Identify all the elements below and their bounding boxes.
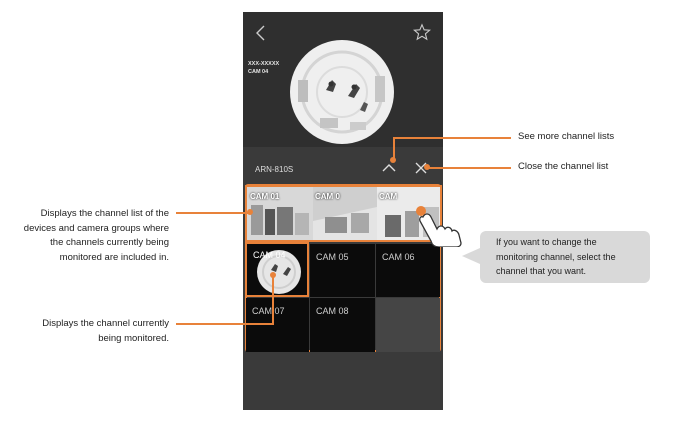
fisheye-live-video[interactable] xyxy=(290,40,394,144)
bubble-line-2: monitoring channel, select the xyxy=(496,251,616,262)
channel-cell-cam05[interactable]: CAM 05 xyxy=(310,244,375,297)
panel-title: ARN-810S xyxy=(255,165,294,174)
group-thumbnails xyxy=(247,187,440,240)
channel-label: CAM 04 xyxy=(253,250,286,260)
group-label-2: CAM 0 xyxy=(315,192,340,201)
camera-id: XXX-XXXXX xyxy=(248,61,280,67)
annotation-group-line-1: Displays the channel list of the xyxy=(40,208,169,219)
leader-line-current xyxy=(176,323,274,325)
group-label-1: CAM 01 xyxy=(250,192,280,201)
leader-dot-current xyxy=(270,272,276,278)
leader-dot-group xyxy=(247,209,253,215)
channel-label: CAM 05 xyxy=(316,252,349,262)
camera-group-row[interactable]: CAM 01 CAM 0 CAM xyxy=(245,185,442,242)
channel-cell-cam07[interactable]: CAM 07 xyxy=(246,298,309,352)
chevron-up-icon[interactable] xyxy=(382,162,396,174)
callout-bubble-tail xyxy=(462,248,480,264)
leader-line-close xyxy=(426,167,511,169)
channel-cell-cam08[interactable]: CAM 08 xyxy=(310,298,375,352)
leader-line-current-rise xyxy=(272,276,274,325)
back-arrow-icon[interactable] xyxy=(253,24,269,42)
annotation-more-lists: See more channel lists xyxy=(518,131,615,142)
channel-label: CAM 07 xyxy=(252,306,285,316)
annotation-close-list: Close the channel list xyxy=(518,161,609,172)
annotation-group-line-2: devices and camera groups where xyxy=(23,222,169,234)
group-label-3: CAM xyxy=(379,192,398,201)
live-view-area: XXX-XXXXX CAM 04 xyxy=(243,12,443,147)
channel-cell-cam04[interactable]: CAM 04 xyxy=(245,242,309,297)
leader-line-more xyxy=(395,137,511,139)
star-icon[interactable] xyxy=(413,23,431,41)
annotation-group-list: Displays the channel list of the devices… xyxy=(10,207,169,265)
callout-bubble-change-channel: If you want to change the monitoring cha… xyxy=(480,231,650,283)
leader-dot-close xyxy=(424,164,430,170)
cam04-thumbnail xyxy=(257,250,301,294)
annotation-current-channel: Displays the channel currently being mon… xyxy=(10,317,169,346)
leader-line-group xyxy=(176,212,250,214)
channel-cell-empty xyxy=(376,298,440,352)
tap-gesture-icon xyxy=(416,206,462,247)
camera-name: CAM 04 xyxy=(248,69,269,75)
channel-label: CAM 06 xyxy=(382,252,415,262)
channel-label: CAM 08 xyxy=(316,306,349,316)
leader-dot-more xyxy=(390,157,396,163)
channel-cell-cam06[interactable]: CAM 06 xyxy=(376,244,440,297)
annotation-group-line-4: monitored are included in. xyxy=(59,251,169,263)
bubble-line-1: If you want to change the xyxy=(496,237,597,247)
annotation-group-line-3: the channels currently being xyxy=(50,237,169,248)
leader-line-more-drop xyxy=(393,137,395,161)
annotation-current-line-2: being monitored. xyxy=(98,332,169,344)
annotation-current-line-1: Displays the channel currently xyxy=(42,318,169,329)
bubble-line-3: channel that you want. xyxy=(496,266,587,276)
